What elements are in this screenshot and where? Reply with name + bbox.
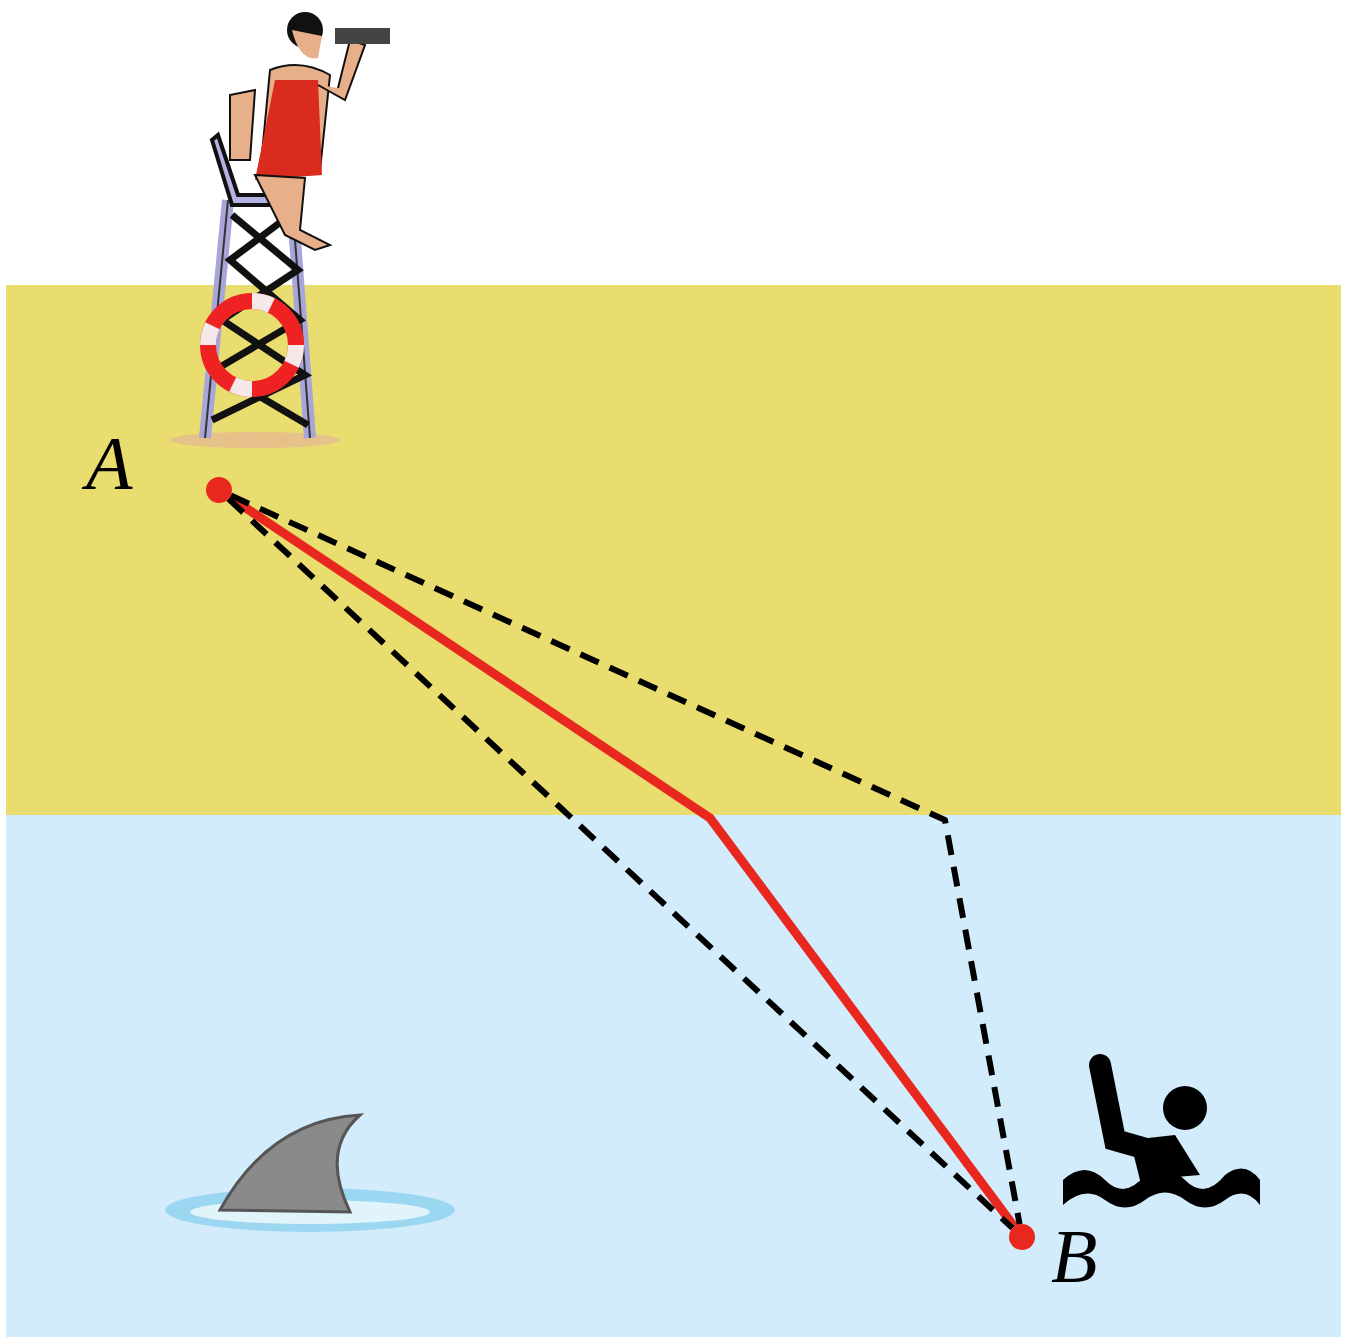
- point-marker: A: [206, 477, 232, 503]
- swimmer-icon: [1063, 1065, 1260, 1208]
- alternative-path: [231, 495, 1020, 1224]
- lifeguard-person: [230, 12, 390, 250]
- water-band: [6, 815, 1341, 1337]
- shark-fin: [165, 1115, 455, 1232]
- point-marker: B: [1009, 1224, 1035, 1250]
- sand-band: [6, 285, 1341, 815]
- point-label: B: [1051, 1218, 1097, 1294]
- lifeguard-tower: [170, 135, 340, 448]
- point-label: A: [86, 425, 132, 501]
- alternative-path: [229, 499, 1013, 1228]
